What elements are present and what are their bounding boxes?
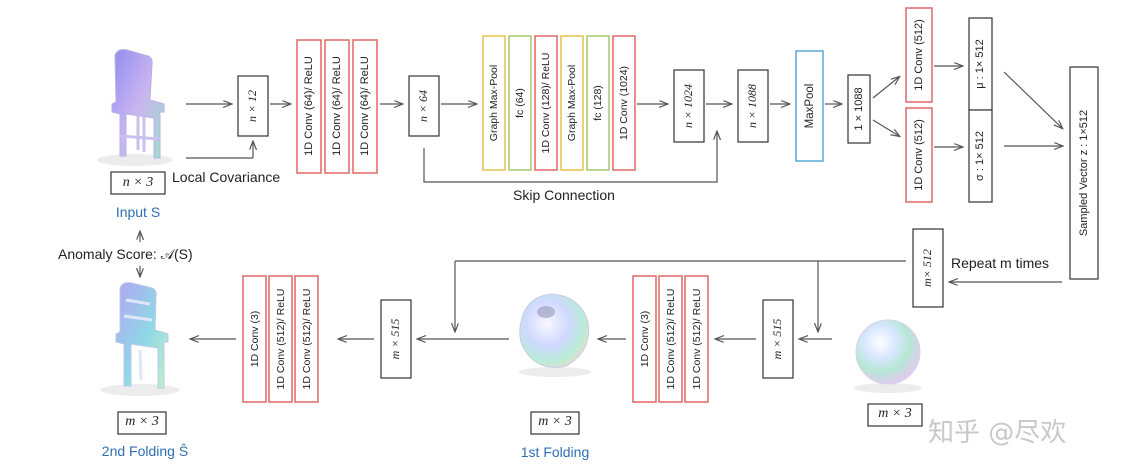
mu-conv: 1D Conv (512) — [913, 19, 925, 91]
fold1-conv-512b: 1D Conv (512)/ ReLU — [691, 289, 703, 390]
encoder: n × 12 1D Conv (64)/ ReLU 1D Conv (64)/ … — [237, 7, 1099, 280]
graph-maxpool-1: Graph Max-Pool — [488, 65, 500, 141]
fold2-conv-512b: 1D Conv (512)/ ReLU — [301, 289, 313, 390]
mu-dim: μ : 1× 512 — [974, 39, 986, 88]
conv-128: 1D Conv (128)/ ReLU — [540, 53, 552, 154]
encoder-conv-1: 1D Conv (64)/ ReLU — [303, 56, 315, 156]
maxpool-box: MaxPool — [804, 84, 816, 129]
fold1-label: 1st Folding — [520, 444, 590, 460]
skip-connection-label: Skip Connection — [513, 187, 615, 203]
watermark: 知乎 @尽欢 — [928, 418, 1067, 448]
fold1-conv-3: 1D Conv (3) — [639, 311, 651, 368]
feature-dim: n × 64 — [416, 90, 430, 122]
conv-1024: 1D Conv (1024) — [618, 66, 630, 140]
concat-dim-2: m × 515 — [388, 319, 402, 360]
sampled-vector: Sampled Vector z : 1×512 — [1078, 110, 1090, 236]
fold2-conv-3: 1D Conv (3) — [249, 311, 261, 368]
fold2-label: 2nd Folding Ŝ — [101, 443, 189, 459]
repeat-label: Repeat m times — [951, 255, 1050, 271]
fold1-conv-512a: 1D Conv (512)/ ReLU — [665, 289, 677, 390]
dim-1024: n × 1024 — [681, 84, 695, 128]
folded-chair-point-cloud-icon — [100, 282, 180, 396]
sphere-point-cloud-icon — [854, 319, 922, 393]
dim-1088: n × 1088 — [745, 84, 759, 128]
fold2-dim: m × 3 — [125, 414, 159, 429]
chair-point-cloud-icon — [97, 49, 173, 166]
graph-maxpool-2: Graph Max-Pool — [566, 65, 578, 141]
sigma-dim: σ : 1× 512 — [974, 131, 986, 181]
encoder-conv-3: 1D Conv (64)/ ReLU — [359, 56, 371, 156]
concat-dim-1: m × 515 — [770, 319, 784, 360]
first-fold-point-cloud-icon — [519, 293, 591, 377]
fold2-conv-512a: 1D Conv (512)/ ReLU — [275, 289, 287, 390]
pooled-dim: 1 × 1088 — [853, 87, 865, 130]
encoder-conv-2: 1D Conv (64)/ ReLU — [331, 56, 343, 156]
fc-64: fc (64) — [514, 88, 526, 118]
covariance-dim: n × 12 — [245, 90, 259, 122]
fc-128: fc (128) — [592, 85, 604, 121]
fold1-dim: m × 3 — [538, 414, 572, 429]
local-covariance-label: Local Covariance — [172, 169, 281, 185]
decoder: m× 512 m × 515 1D Conv (3) 1D Conv (512)… — [110, 171, 944, 435]
input-label: Input S — [115, 204, 161, 220]
input-dim: n × 3 — [122, 175, 154, 190]
connectors — [140, 66, 1062, 339]
anomaly-score-label: Anomaly Score: 𝒜(S) — [58, 246, 193, 262]
sphere-dim: m × 3 — [878, 406, 912, 421]
sigma-conv: 1D Conv (512) — [913, 119, 925, 191]
repeat-dim: m× 512 — [920, 249, 934, 287]
